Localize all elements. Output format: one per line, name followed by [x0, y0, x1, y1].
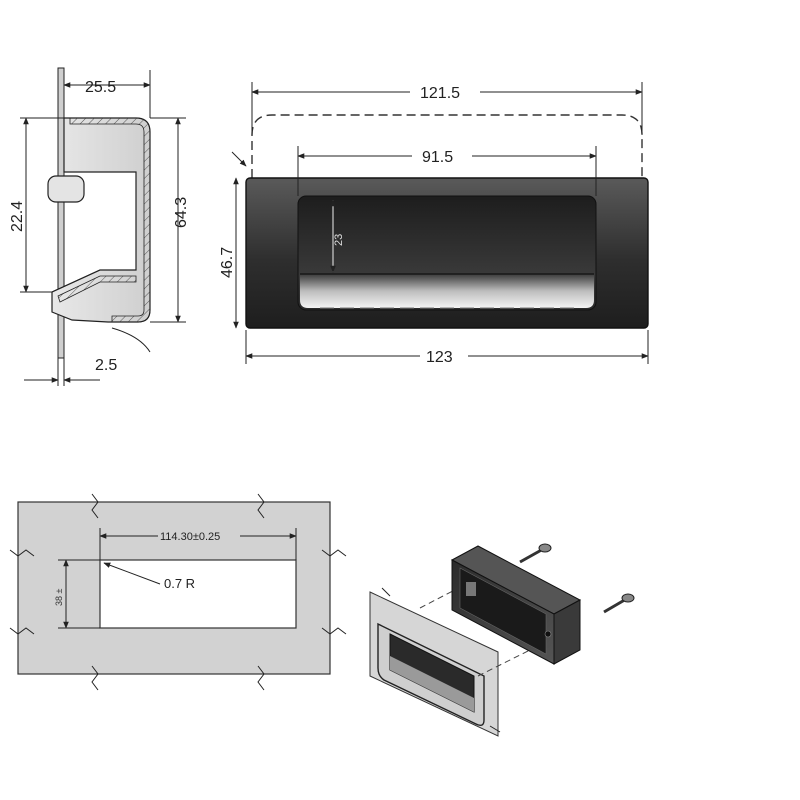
iso-box-hole [544, 630, 552, 638]
dim-body-height: 46.7 [219, 247, 236, 278]
side-view: 25.5 22.4 64.3 2.5 [9, 67, 190, 386]
break-mark [489, 725, 501, 733]
dim-cutout-width: 114.30±0.25 [160, 531, 220, 543]
leader-line [231, 151, 247, 167]
label-bg [420, 346, 468, 366]
break-mark [257, 665, 265, 691]
front-flange-outline [251, 114, 643, 178]
side-flange-lip [47, 175, 85, 203]
dim-grip-height: 23 [333, 234, 345, 246]
iso-box-inner [459, 567, 547, 655]
dim-top-width: 25.5 [85, 79, 116, 96]
label-bg [410, 82, 480, 102]
side-body-section [51, 117, 151, 323]
dim-flange-height: 22.4 [9, 201, 26, 232]
front-grip-lip [300, 274, 594, 308]
dim-inner-width: 91.5 [422, 149, 453, 166]
leader-line [111, 327, 151, 353]
dim-corner-radius: 0.7 R [164, 576, 195, 591]
side-wall-hatch [69, 117, 151, 323]
dim-base-width: 123 [426, 349, 453, 366]
break-mark [381, 587, 391, 597]
dim-outer-width: 121.5 [420, 85, 460, 102]
label-bg [412, 146, 472, 166]
dim-total-height: 64.3 [173, 197, 190, 228]
dim-wall-thickness: 2.5 [95, 357, 117, 374]
front-view: 121.5 91.5 23 46.7 123 [219, 82, 649, 366]
side-grip-edge [51, 269, 136, 293]
dim-cutout-height: 38 ± [54, 588, 64, 606]
iso-screw-bottom [603, 593, 635, 614]
break-mark [91, 665, 99, 691]
cutout-hole [99, 559, 297, 629]
panel-plate [57, 67, 65, 359]
iso-screw-top [519, 543, 552, 564]
break-mark [9, 627, 35, 635]
leader-line [103, 562, 161, 585]
iso-handle-lip [390, 656, 474, 712]
iso-box-boss [466, 582, 476, 596]
break-mark [257, 493, 265, 519]
break-mark [321, 549, 347, 557]
side-grip-hatch [57, 275, 137, 303]
cutout-view: 114.30±0.25 38 ± 0.7 R [9, 493, 347, 691]
label-bg [158, 528, 240, 544]
exploded-view [369, 543, 635, 737]
iso-box-side [553, 599, 581, 665]
break-mark [91, 493, 99, 519]
break-mark [321, 627, 347, 635]
break-mark [9, 549, 35, 557]
